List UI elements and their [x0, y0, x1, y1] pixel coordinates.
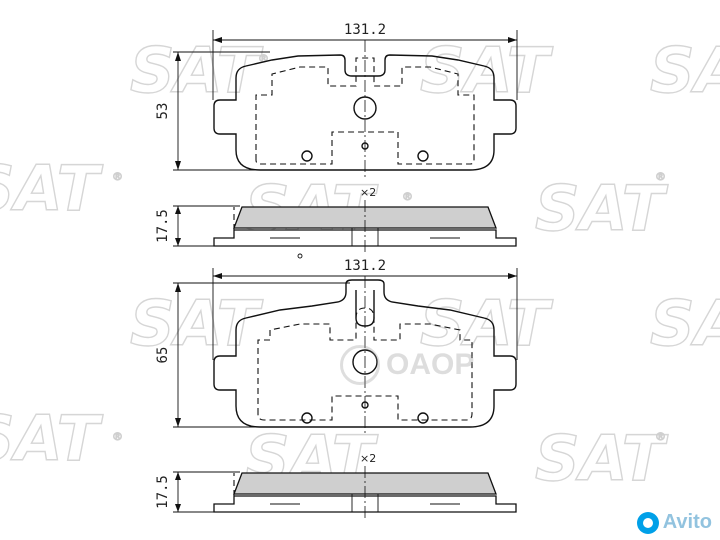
watermark-sat: SAT: [130, 287, 264, 360]
avito-logo-text: Avito: [662, 511, 712, 533]
marker-dot: [297, 253, 303, 259]
pad-backing-plate-outline: [213, 54, 517, 171]
width-dimension-label: 131.2: [344, 22, 386, 38]
watermark-sat: SAT: [130, 34, 264, 107]
arrowhead: [175, 52, 181, 61]
avito-logo-icon: [636, 511, 659, 534]
rivet-hole: [301, 150, 313, 162]
rivet-hole: [417, 412, 429, 424]
watermark-sat: SAT: [650, 287, 720, 360]
watermark-sat: SAT: [0, 402, 104, 475]
ghost-watermark-text: OAOP: [386, 348, 475, 381]
watermark-reg-mark: ®: [112, 170, 123, 183]
watermark-sat: SAT: [420, 287, 554, 360]
rivet-hole: [417, 150, 429, 162]
watermark-reg-mark: ®: [402, 190, 413, 203]
arrowhead: [175, 238, 181, 246]
width-dimension-label: 131.2: [344, 258, 386, 274]
quantity-label: ×2: [360, 452, 376, 465]
arrowhead: [175, 283, 181, 292]
pad-backing-plate-outline: [213, 279, 517, 428]
watermark-sat: SAT: [650, 34, 720, 107]
top-pad-side-view: 17.5: [155, 200, 517, 259]
watermark-sat: SAT: [420, 34, 554, 107]
backing-plate: [213, 495, 517, 513]
watermark-sat: SAT: [535, 422, 669, 495]
arrowhead: [175, 472, 181, 480]
watermark-reg-mark: ®: [112, 430, 123, 443]
thickness-dimension-label: 17.5: [155, 209, 171, 243]
quantity-label: ×2: [360, 186, 376, 199]
avito-badge: Avito: [636, 511, 712, 534]
watermark-reg-mark: ®: [655, 170, 666, 183]
arrowhead: [175, 161, 181, 170]
friction-material-outline: [255, 57, 475, 165]
watermark-reg-mark: ®: [655, 430, 666, 443]
friction-layer: [233, 206, 497, 229]
thickness-dimension-label: 17.5: [155, 475, 171, 509]
bottom-pad-side-view: 17.5: [155, 466, 517, 518]
ghost-watermark: OAOP: [340, 345, 474, 385]
watermark-sat: SAT: [0, 152, 104, 225]
arrowhead: [508, 37, 517, 43]
arrowhead: [213, 273, 222, 279]
watermark-sat: SAT: [535, 172, 669, 245]
height-dimension-label: 65: [155, 347, 171, 364]
top-pad-front-view: 131.2 53 ×2: [155, 22, 518, 199]
height-dimension-label: 53: [155, 103, 171, 120]
arrowhead: [175, 504, 181, 512]
arrowhead: [213, 37, 222, 43]
arrowhead: [175, 418, 181, 427]
arrowhead: [175, 206, 181, 214]
rivet-hole: [301, 412, 313, 424]
ghost-logo-icon: [340, 345, 380, 385]
backing-plate: [213, 229, 517, 247]
arrowhead: [508, 273, 517, 279]
friction-layer: [233, 472, 497, 495]
